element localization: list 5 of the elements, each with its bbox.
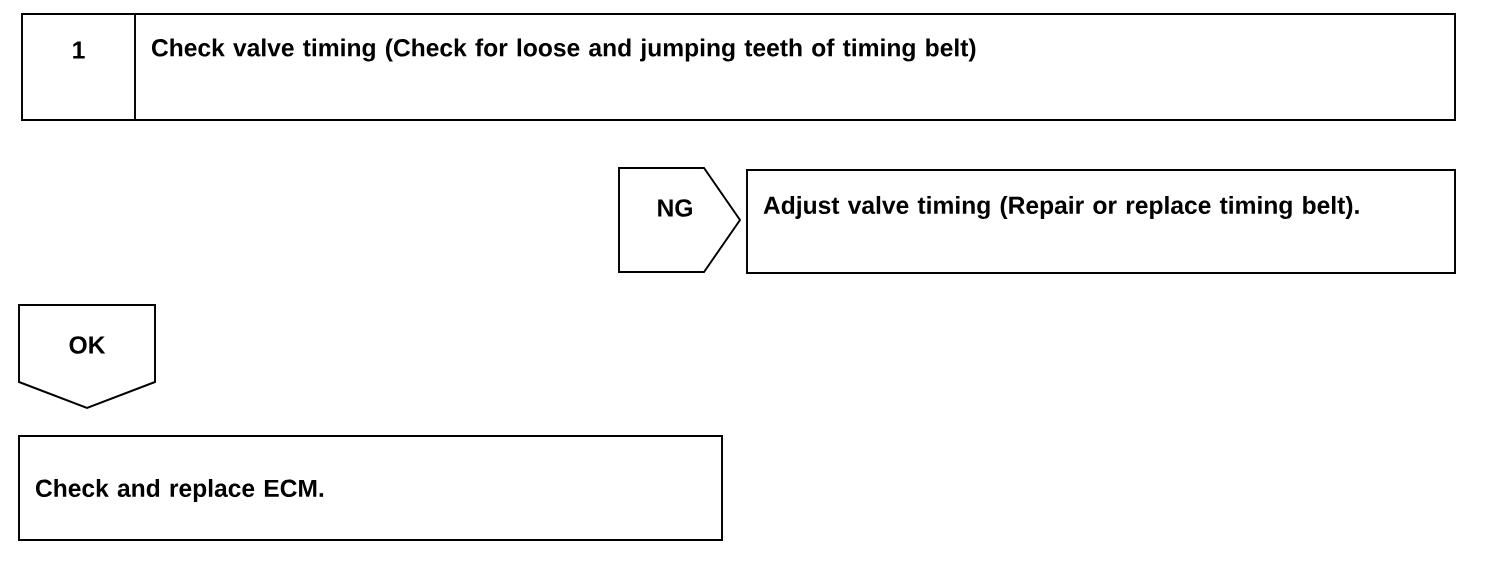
action-box: Check and replace ECM. <box>18 435 723 541</box>
result-tag: OK <box>18 304 156 410</box>
step-box: 1 Check valve timing (Check for loose and jumping teeth of timing belt) <box>21 13 1456 121</box>
result-tag: NG <box>618 167 742 273</box>
action-box: Adjust valve timing (Repair or replace timing belt). <box>746 169 1456 274</box>
